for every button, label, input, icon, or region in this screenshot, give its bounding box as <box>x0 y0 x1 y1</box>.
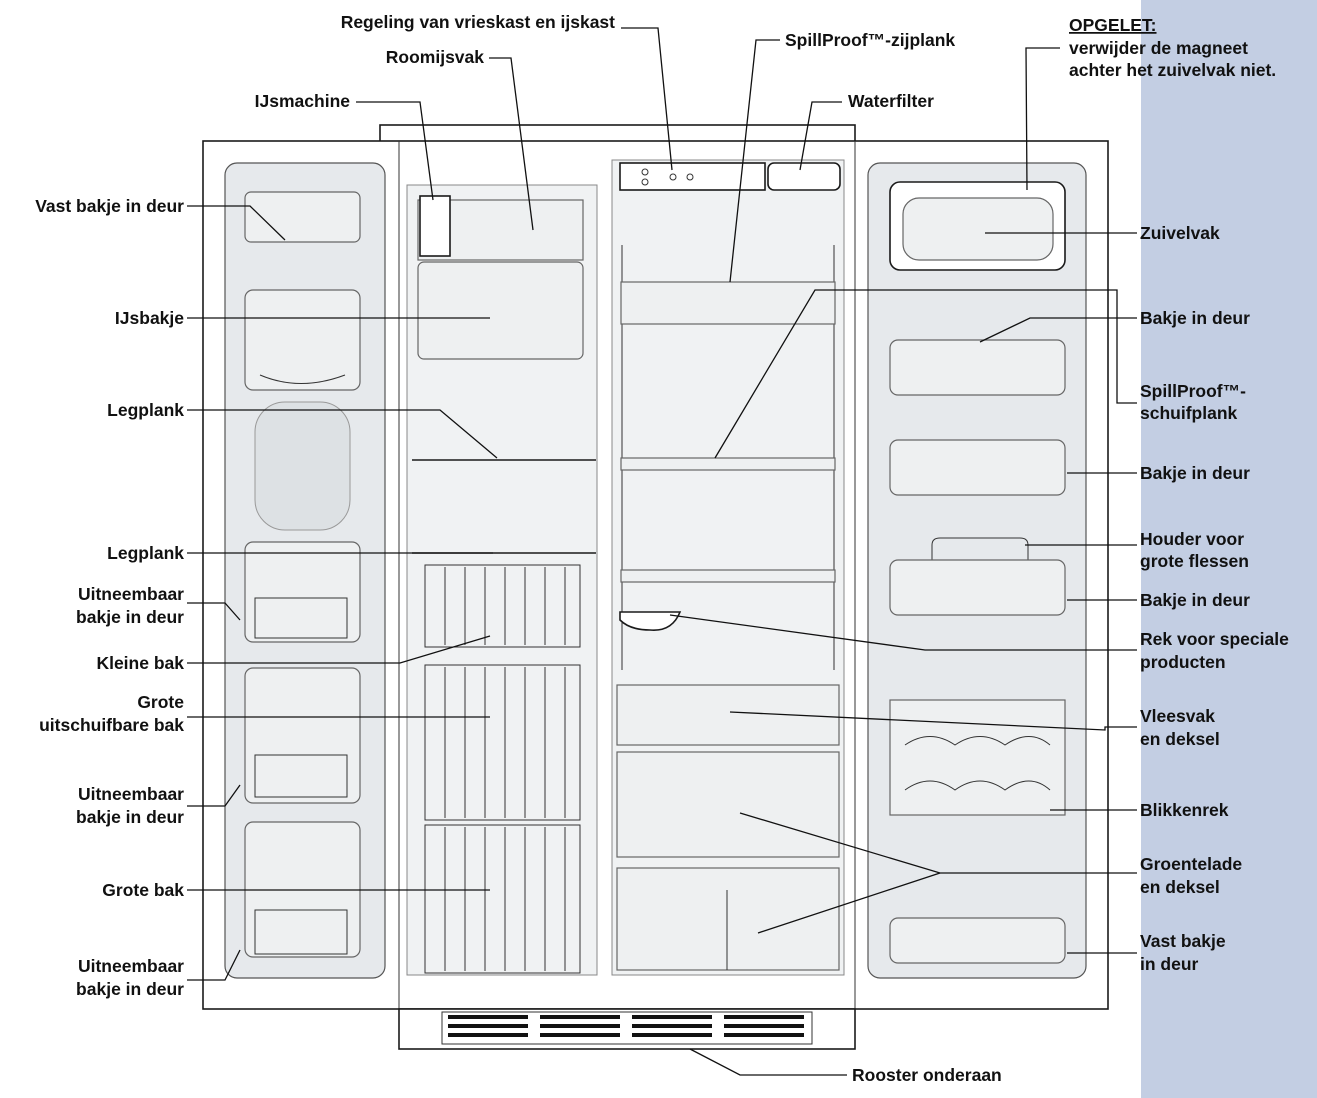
bottle-holder-handle <box>931 537 1029 580</box>
bottom-grille-slots <box>448 1015 804 1037</box>
ice-storage-bin <box>417 261 584 360</box>
label-spillproof-side-shelf: SpillProof™-zijplank <box>785 30 955 50</box>
label-ice-maker: IJsmachine <box>255 91 351 111</box>
door-bin-2 <box>889 439 1066 496</box>
removable-door-bin-2 <box>244 667 361 804</box>
door-bin-3 <box>889 559 1066 616</box>
label-fixed-bin-bottom-l2: in deur <box>1140 954 1199 974</box>
label-fixed-bin-bottom-l1: Vast bakje <box>1140 931 1226 951</box>
fixed-door-bin-bottom <box>889 917 1066 964</box>
large-basket <box>424 824 581 974</box>
label-spillproof-slide-l2: schuifplank <box>1140 403 1238 423</box>
label-shelf-2: Legplank <box>107 543 184 563</box>
bottom-grille-panel <box>441 1011 813 1045</box>
removable-bin-rails <box>254 597 348 955</box>
ice-dispenser-recess <box>244 289 361 391</box>
label-removable-bin-1-l2: bakje in deur <box>76 607 184 627</box>
label-meat-drawer-l2: en deksel <box>1140 729 1220 749</box>
label-caution-line1: verwijder de magneet <box>1069 38 1248 58</box>
removable-door-bin-1 <box>244 541 361 643</box>
label-removable-bin-2-l1: Uitneembaar <box>78 784 184 804</box>
small-basket <box>424 564 581 648</box>
label-crisper-l2: en deksel <box>1140 877 1220 897</box>
label-caution-title: OPGELET: <box>1069 15 1157 35</box>
label-dairy: Zuivelvak <box>1140 223 1220 243</box>
label-bottle-holder-l2: grote flessen <box>1140 551 1249 571</box>
label-bottom-grille: Rooster onderaan <box>852 1065 1002 1085</box>
label-shelf-1: Legplank <box>107 400 184 420</box>
freezer-compartment <box>406 184 598 976</box>
large-sliding-basket <box>424 664 581 821</box>
fridge-compartment <box>611 159 845 976</box>
label-large-sliding-l1: Grote <box>137 692 184 712</box>
dispenser-tray <box>259 374 346 384</box>
label-spillproof-slide-l1: SpillProof™- <box>1140 381 1246 401</box>
label-caution-line2: achter het zuivelvak niet. <box>1069 60 1276 80</box>
label-door-bin-1: Bakje in deur <box>1140 308 1250 328</box>
spillproof-slide-shelf <box>620 457 836 471</box>
fridge-door <box>867 162 1087 979</box>
label-bottle-holder-l1: Houder voor <box>1140 529 1244 549</box>
labels: Regeling van vrieskast en ijskast Roomij… <box>35 12 1289 1085</box>
label-removable-bin-3-l2: bakje in deur <box>76 979 184 999</box>
basket-wires <box>444 567 566 971</box>
spillproof-side-shelf <box>620 281 836 325</box>
crisper-drawer-upper <box>616 751 840 858</box>
label-meat-drawer-l1: Vleesvak <box>1140 706 1215 726</box>
label-crisper-l1: Groentelade <box>1140 854 1242 874</box>
label-can-rack: Blikkenrek <box>1140 800 1229 820</box>
label-small-basket: Kleine bak <box>96 653 184 673</box>
can-rack <box>889 699 1066 816</box>
label-door-bin-3: Bakje in deur <box>1140 590 1250 610</box>
side-panel <box>1141 0 1317 1098</box>
label-large-basket: Grote bak <box>102 880 184 900</box>
special-products-rack <box>619 611 682 631</box>
label-removable-bin-3-l1: Uitneembaar <box>78 956 184 976</box>
crisper-drawer-lower <box>616 867 840 971</box>
ice-maker <box>419 195 451 257</box>
label-water-filter: Waterfilter <box>848 91 934 111</box>
label-removable-bin-1-l1: Uitneembaar <box>78 584 184 604</box>
label-fixed-door-bin-top: Vast bakje in deur <box>35 196 184 216</box>
fridge-shelf-3 <box>620 569 836 583</box>
water-filter-housing <box>767 162 841 191</box>
label-removable-bin-2-l2: bakje in deur <box>76 807 184 827</box>
label-ice-bin: IJsbakje <box>115 308 184 328</box>
freezer-door <box>224 162 386 979</box>
door-panel-middle <box>254 401 351 531</box>
label-large-sliding-l2: uitschuifbare bak <box>39 715 184 735</box>
label-special-rack-l2: producten <box>1140 652 1226 672</box>
label-door-bin-2: Bakje in deur <box>1140 463 1250 483</box>
dairy-lid <box>902 197 1054 261</box>
door-bin-1 <box>889 339 1066 396</box>
leader-lines <box>187 27 1137 1076</box>
label-special-rack-l1: Rek voor speciale <box>1140 629 1289 649</box>
label-controls: Regeling van vrieskast en ijskast <box>341 12 615 32</box>
label-ice-cream-bin: Roomijsvak <box>386 47 484 67</box>
